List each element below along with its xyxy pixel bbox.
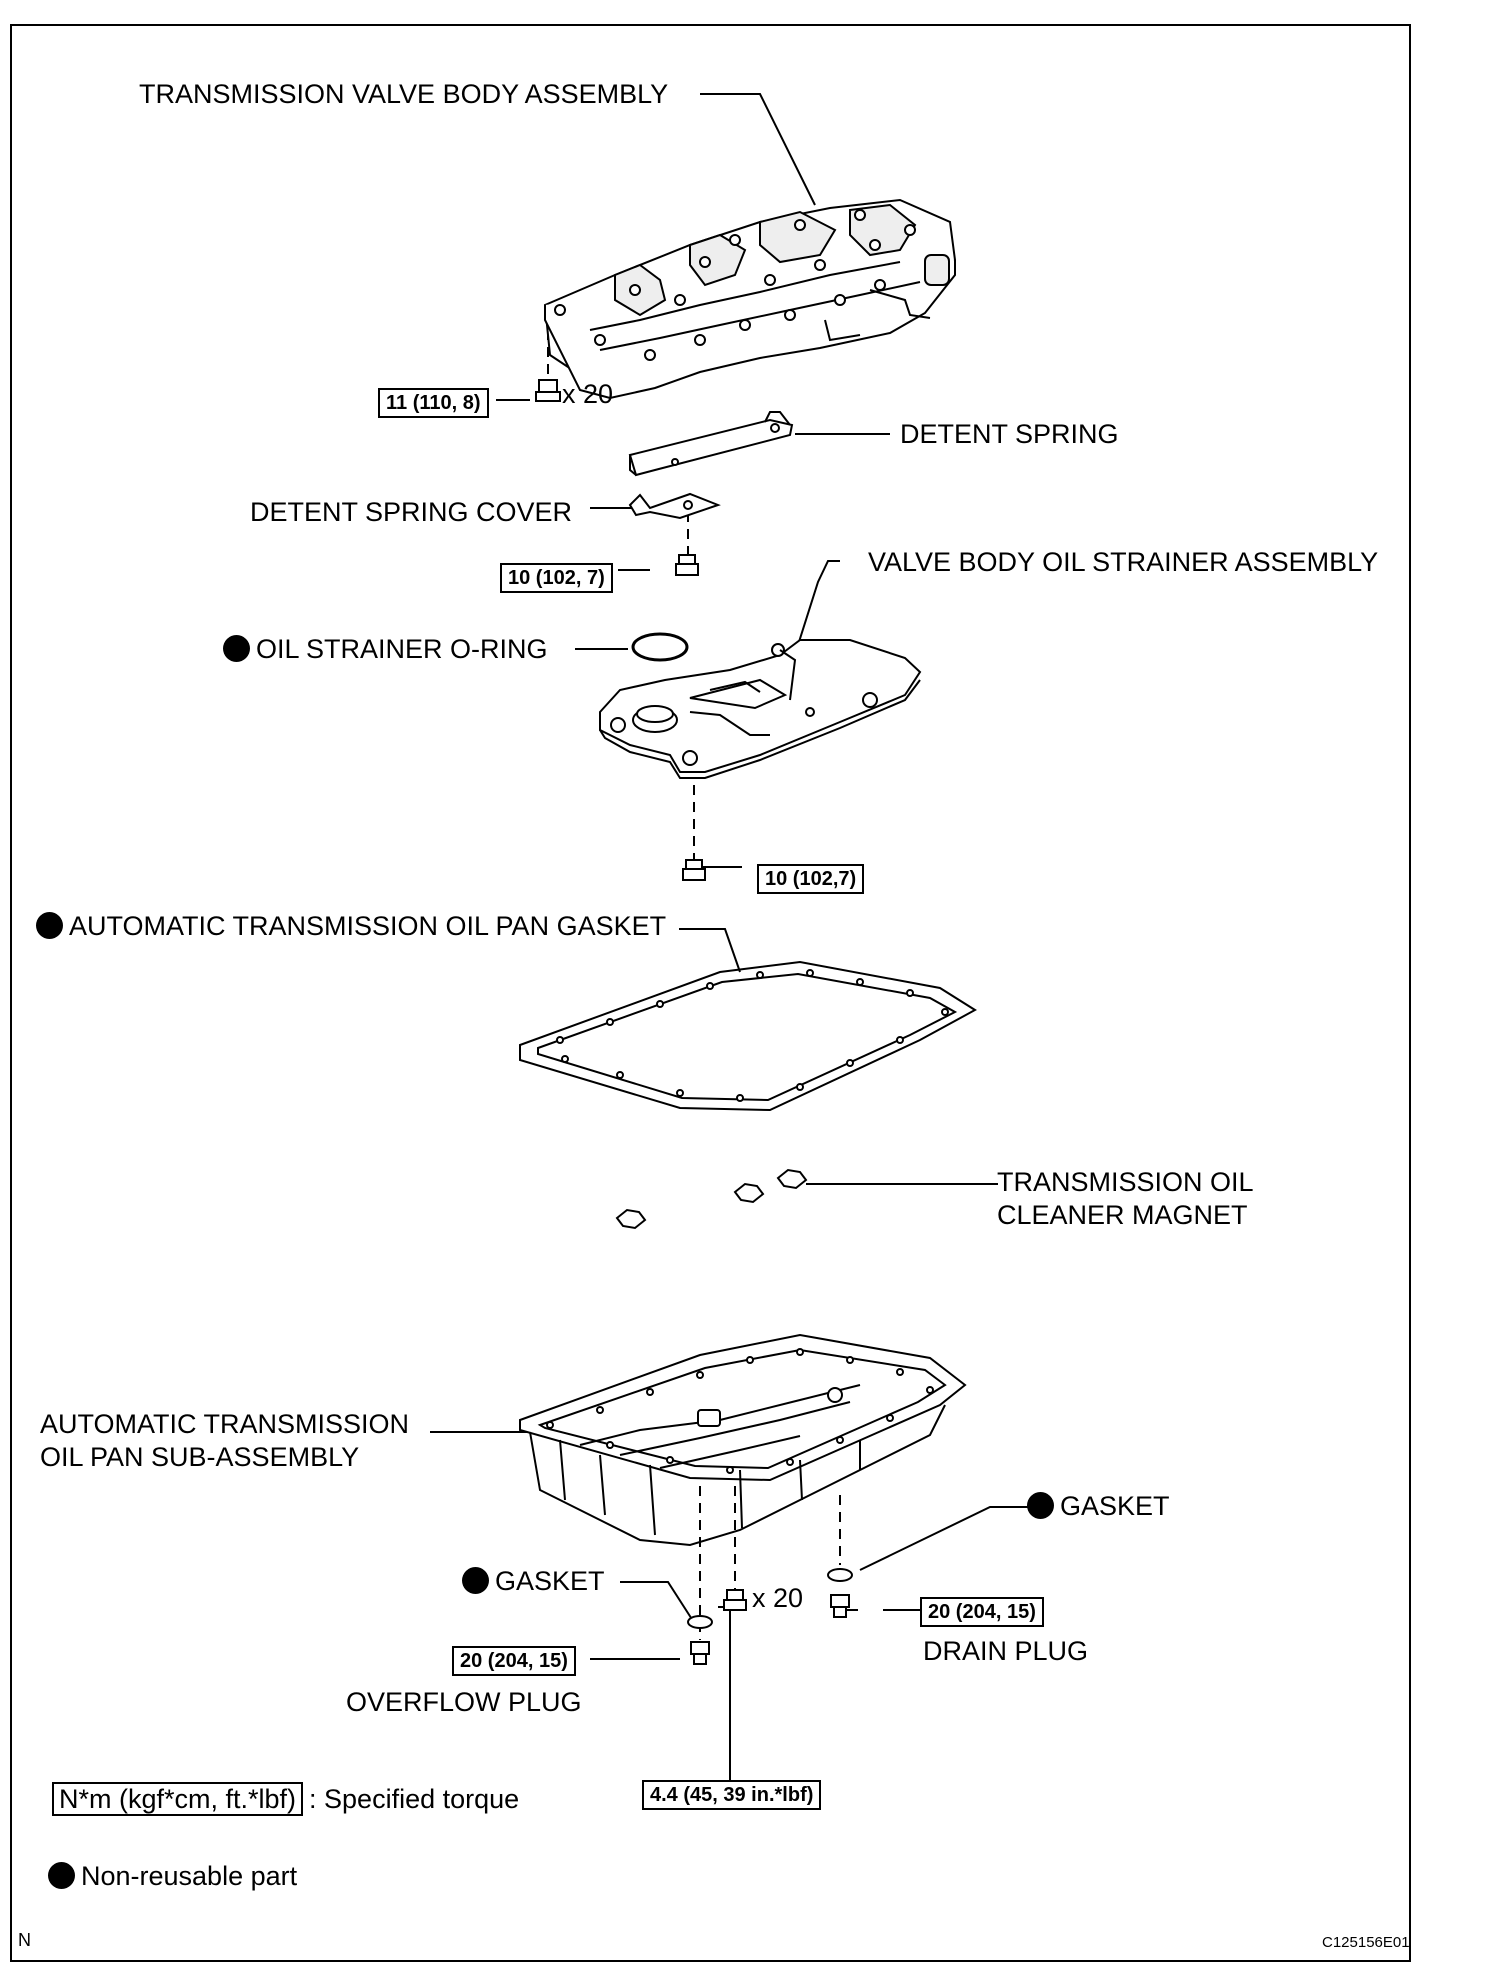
- torque-detent-cover-bolt: 10 (102, 7): [500, 563, 613, 593]
- label-pan-gasket: AUTOMATIC TRANSMISSION OIL PAN GASKET: [36, 910, 666, 943]
- detent-spring-cover-drawing: [628, 492, 721, 520]
- diagram-frame: [10, 24, 1411, 1962]
- n-mark: N: [18, 1930, 31, 1950]
- valve-body-bolt-drawing: [535, 379, 561, 402]
- o-ring-drawing: [631, 632, 689, 662]
- label-detent-spring-cover: DETENT SPRING COVER: [250, 497, 573, 527]
- torque-overflow-plug: 20 (204, 15): [452, 1646, 576, 1676]
- legend-non-reusable: Non-reusable part: [48, 1860, 297, 1893]
- label-pan-line1: AUTOMATIC TRANSMISSION: [40, 1409, 410, 1439]
- label-strainer-oring-text: OIL STRAINER O-RING: [256, 634, 548, 664]
- legend-torque-text: : Specified torque: [309, 1784, 520, 1814]
- torque-pan-bolts: 4.4 (45, 39 in.*lbf): [642, 1780, 822, 1810]
- label-drain-plug: DRAIN PLUG: [923, 1636, 1089, 1666]
- non-reusable-dot-icon: [1027, 1492, 1054, 1519]
- label-gasket-left: GASKET: [462, 1565, 605, 1598]
- torque-strainer-bolt: 10 (102,7): [757, 864, 865, 894]
- pan-gasket-drawing: [519, 960, 977, 1112]
- figure-code: C125156E01: [1322, 1934, 1410, 1951]
- torque-valve-body-bolts: 11 (110, 8): [378, 388, 489, 418]
- non-reusable-dot-icon: [223, 635, 250, 662]
- label-strainer-oring: OIL STRAINER O-RING: [223, 633, 548, 666]
- legend-torque: N*m (kgf*cm, ft.*lbf): Specified torque: [52, 1782, 520, 1816]
- magnets-drawing: [615, 1168, 808, 1230]
- label-valve-body: TRANSMISSION VALVE BODY ASSEMBLY: [139, 79, 669, 109]
- non-reusable-dot-icon: [36, 912, 63, 939]
- label-detent-spring: DETENT SPRING: [900, 419, 1119, 449]
- detent-spring-drawing: [628, 411, 794, 477]
- legend-non-reusable-text: Non-reusable part: [81, 1861, 298, 1891]
- label-gasket-right: GASKET: [1027, 1490, 1170, 1523]
- oil-pan-drawing: [519, 1333, 967, 1547]
- valve-bolt-quantity: x 20: [562, 379, 614, 409]
- legend-torque-unit: N*m (kgf*cm, ft.*lbf): [52, 1782, 304, 1816]
- non-reusable-dot-icon: [462, 1567, 489, 1594]
- label-overflow-plug: OVERFLOW PLUG: [346, 1687, 582, 1717]
- label-gasket-right-text: GASKET: [1060, 1491, 1170, 1521]
- label-pan-gasket-text: AUTOMATIC TRANSMISSION OIL PAN GASKET: [69, 911, 667, 941]
- label-magnet-line1: TRANSMISSION OIL: [997, 1167, 1254, 1197]
- label-pan-line2: OIL PAN SUB-ASSEMBLY: [40, 1442, 360, 1472]
- pan-bolt-quantity: x 20: [752, 1583, 804, 1613]
- label-gasket-left-text: GASKET: [495, 1566, 605, 1596]
- valve-body-drawing: [543, 198, 957, 400]
- label-magnet-line2: CLEANER MAGNET: [997, 1200, 1248, 1230]
- label-strainer-assembly: VALVE BODY OIL STRAINER ASSEMBLY: [868, 547, 1379, 577]
- non-reusable-dot-icon: [48, 1862, 75, 1889]
- torque-drain-plug: 20 (204, 15): [920, 1597, 1044, 1627]
- oil-strainer-drawing: [599, 639, 922, 779]
